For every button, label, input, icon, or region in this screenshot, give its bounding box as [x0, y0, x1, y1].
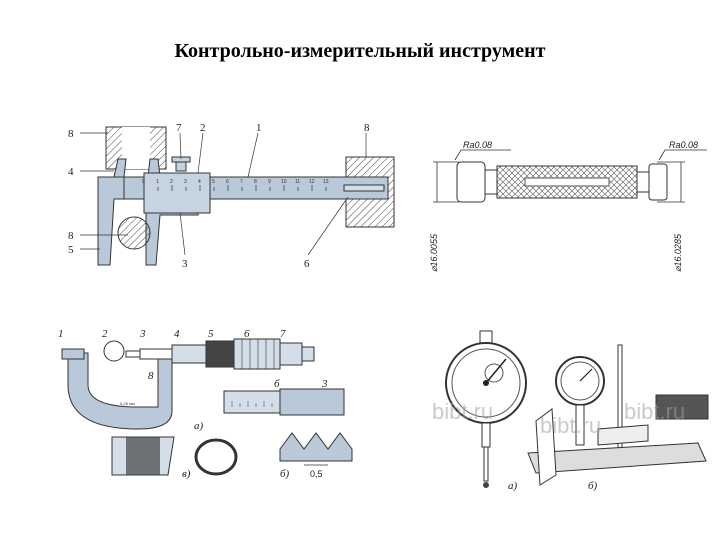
caliper-drawing: 0 1 2 3 4 5 6 7 8 9 10 11 12 13 [48, 115, 400, 275]
micrometer-label: 1 [58, 328, 64, 340]
diameter-left: ⌀16.0055 [429, 233, 439, 272]
scale-number: 10 [281, 179, 287, 185]
micrometer-label: 2 [102, 328, 108, 340]
scale-number: 13 [323, 179, 329, 185]
sub-label-b: б) [588, 480, 598, 492]
scale-number: 1 [156, 179, 159, 185]
scale-number: 4 [198, 179, 201, 185]
roughness-right: Ra0.08 [669, 140, 698, 150]
micrometer-drawing: 0-25 мм 1 2 3 4 5 6 7 8 б 3 а) в) б) 0,5 [48, 325, 360, 490]
micrometer-label: 8 [148, 370, 154, 382]
scale-number: 3 [184, 179, 187, 185]
scale-number: 7 [240, 179, 243, 185]
caliper-label: 1 [256, 122, 262, 134]
caliper-label: 7 [176, 122, 182, 134]
scale-number: 6 [226, 179, 229, 185]
sub-label-b: б) [280, 468, 290, 480]
sub-label-a: а) [194, 420, 204, 432]
micrometer-label: 3 [321, 378, 328, 390]
caliper-label: 4 [68, 166, 74, 178]
micrometer-label: б [274, 378, 280, 390]
dial-indicator-drawing: bibt.ru bibt.ru bibt.ru а) б) [428, 325, 710, 495]
scale-number: 5 [212, 179, 215, 185]
roughness-left: Ra0.08 [463, 140, 492, 150]
scale-number: 8 [254, 179, 257, 185]
watermark: bibt.ru [432, 399, 493, 424]
thread-pitch: 0,5 [310, 469, 323, 479]
sub-label-a: а) [508, 480, 518, 492]
scale-number: 2 [170, 179, 173, 185]
diameter-right: ⌀16.0285 [673, 233, 683, 272]
caliper-label: 8 [364, 122, 370, 134]
micrometer-label: 3 [139, 328, 146, 340]
scale-number: 12 [309, 179, 315, 185]
plug-gauge-drawing: Ra0.08 Ra0.08 ⌀16.0055 ⌀16.0285 [425, 140, 710, 275]
sub-label-v: в) [182, 468, 191, 480]
caliper-label: 8 [68, 230, 74, 242]
page-title: Контрольно-измерительный инструмент [174, 40, 546, 62]
micrometer-label: 4 [174, 328, 180, 340]
caliper-label: 8 [68, 128, 74, 140]
frame-text: 0-25 мм [120, 401, 135, 406]
scale-number: 9 [268, 179, 271, 185]
scale-number: 11 [295, 179, 300, 185]
caliper-label: 5 [68, 244, 74, 256]
watermark: bibt.ru [624, 399, 685, 424]
micrometer-label: 6 [244, 328, 250, 340]
micrometer-label: 5 [208, 328, 214, 340]
caliper-label: 6 [304, 258, 310, 270]
caliper-label: 3 [182, 258, 188, 270]
scale-number: 0 [142, 179, 145, 185]
caliper-label: 2 [200, 122, 206, 134]
micrometer-label: 7 [280, 328, 286, 340]
watermark: bibt.ru [540, 413, 601, 438]
